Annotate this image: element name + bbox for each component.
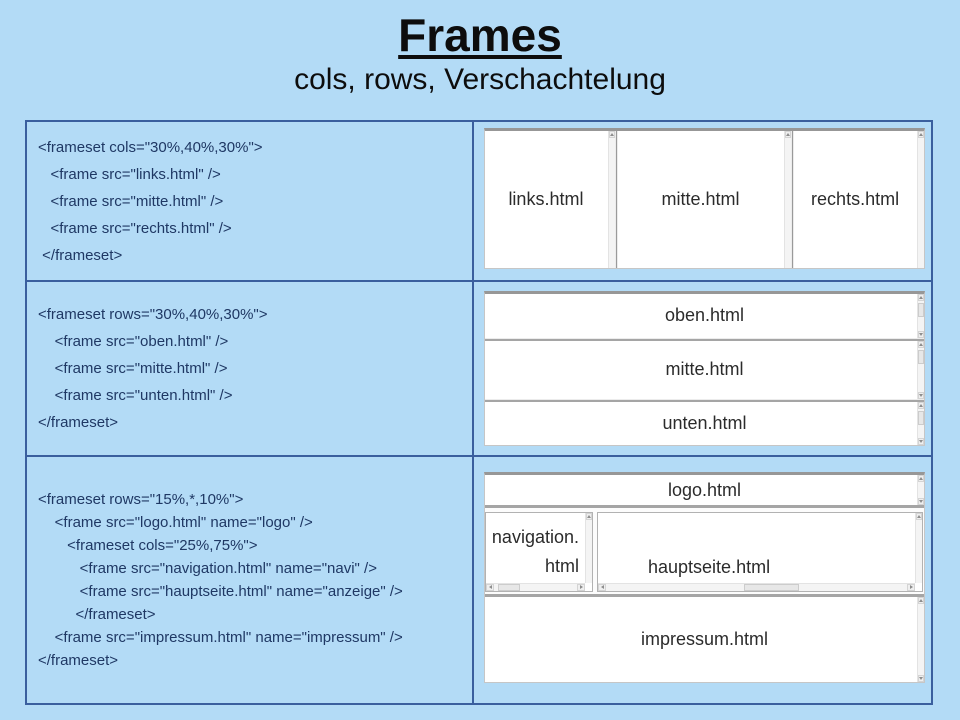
vertical-scrollbar: [607, 131, 615, 268]
frameset-preview-cols: links.html mitte.html rechts.html: [484, 128, 925, 269]
title-block: Frames cols, rows, Verschachtelung: [0, 0, 960, 96]
horizontal-scrollbar: [598, 582, 915, 591]
frame-label: hauptseite.html: [648, 557, 771, 577]
page-subtitle: cols, rows, Verschachtelung: [294, 62, 666, 96]
vertical-scrollbar: [917, 596, 924, 682]
vertical-scrollbar: [784, 131, 792, 268]
code-line: <frameset rows="15%,*,10%">: [38, 491, 244, 508]
scroll-down-icon: [918, 438, 924, 445]
code-line: <frame src="oben.html" />: [38, 333, 229, 350]
frame-label: oben.html: [664, 305, 745, 326]
frame-divider: [614, 131, 618, 268]
scroll-down-icon: [918, 498, 924, 505]
nested-frameset-area: navigation. html hauptseit: [485, 508, 924, 594]
scroll-down-icon: [918, 330, 924, 338]
code-line: <frame src="rechts.html" />: [38, 219, 232, 237]
preview-cell-nested: logo.html navigation. html: [474, 457, 931, 703]
frame-label: rechts.html: [811, 189, 900, 209]
scroll-up-icon: [916, 513, 922, 520]
code-line: <frameset cols="25%,75%">: [38, 537, 258, 554]
scroll-right-icon: [577, 583, 585, 591]
frame-label: links.html: [508, 189, 584, 209]
scroll-up-icon: [918, 475, 924, 482]
content-table: <frameset cols="30%,40%,30%"> <frame src…: [25, 120, 933, 705]
frame-navigation: navigation. html: [485, 512, 593, 592]
vertical-scrollbar: [917, 294, 924, 338]
frame-logo: logo.html: [485, 475, 924, 505]
frame-unten: unten.html: [485, 401, 924, 445]
scroll-up-icon: [918, 131, 925, 138]
frame-label: impressum.html: [640, 628, 769, 649]
scrollbar-thumb: [918, 410, 924, 425]
scroll-up-icon: [918, 596, 924, 604]
frame-mitte: mitte.html: [618, 131, 792, 268]
frame-impressum: impressum.html: [485, 596, 924, 682]
code-line: <frame src="logo.html" name="logo" />: [38, 514, 313, 531]
scrollbar-thumb: [498, 583, 520, 591]
code-line: <frameset cols="30%,40%,30%">: [38, 138, 263, 156]
frame-rechts: rechts.html: [794, 131, 925, 268]
vertical-scrollbar: [585, 513, 592, 583]
code-line: </frameset>: [38, 414, 119, 431]
scroll-up-icon: [918, 294, 924, 301]
vertical-scrollbar: [915, 513, 922, 583]
scroll-up-icon: [918, 401, 924, 409]
frame-hauptseite: hauptseite.html: [597, 512, 923, 592]
code-line: </frameset>: [38, 246, 123, 264]
code-line: <frame src="links.html" />: [38, 165, 221, 183]
page-title: Frames: [398, 9, 562, 61]
code-cell-cols: <frameset cols="30%,40%,30%"> <frame src…: [27, 122, 474, 282]
preview-cell-cols: links.html mitte.html rechts.html: [474, 122, 931, 282]
frameset-preview-nested: logo.html navigation. html: [484, 472, 925, 683]
scroll-up-icon: [918, 340, 924, 348]
frame-links: links.html: [485, 131, 615, 268]
scroll-up-icon: [586, 513, 592, 520]
vertical-scrollbar: [917, 401, 924, 445]
vertical-scrollbar: [917, 340, 924, 399]
frame-label: mitte.html: [665, 359, 744, 379]
frame-label: unten.html: [662, 412, 747, 433]
code-line: </frameset>: [38, 652, 119, 669]
frame-label-line: navigation.: [491, 526, 579, 547]
frameset-preview-rows: oben.html mitte.html: [484, 291, 925, 446]
scroll-right-icon: [907, 583, 915, 591]
code-line: <frame src="mitte.html" />: [38, 360, 228, 377]
scroll-left-icon: [598, 583, 606, 591]
scroll-down-icon: [918, 391, 924, 399]
code-line: <frame src="mitte.html" />: [38, 192, 224, 210]
scroll-down-icon: [918, 675, 924, 682]
scroll-left-icon: [486, 583, 494, 591]
horizontal-scrollbar: [486, 582, 585, 591]
vertical-scrollbar: [917, 475, 924, 505]
frame-divider: [485, 505, 924, 508]
code-line: <frame src="hauptseite.html" name="anzei…: [38, 583, 403, 600]
code-line: </frameset>: [38, 606, 156, 623]
code-cell-rows: <frameset rows="30%,40%,30%"> <frame src…: [27, 282, 474, 457]
scrollbar-thumb: [918, 349, 924, 364]
vertical-scrollbar: [917, 131, 925, 268]
code-line: <frame src="impressum.html" name="impres…: [38, 629, 403, 646]
preview-cell-rows: oben.html mitte.html: [474, 282, 931, 457]
frame-label: navigation. html: [492, 523, 579, 581]
code-line: <frame src="unten.html" />: [38, 387, 233, 404]
scroll-up-icon: [785, 131, 792, 138]
frame-label-line: html: [544, 555, 579, 576]
frame-oben: oben.html: [485, 294, 924, 338]
frame-mitte: mitte.html: [485, 340, 924, 399]
scroll-up-icon: [608, 131, 615, 138]
frame-divider: [791, 131, 795, 268]
frame-label: mitte.html: [661, 189, 740, 209]
frame-divider: [485, 398, 924, 402]
code-line: <frameset rows="30%,40%,30%">: [38, 306, 268, 323]
frame-label: logo.html: [667, 479, 742, 500]
code-line: <frame src="navigation.html" name="navi"…: [38, 560, 377, 577]
scrollbar-thumb: [918, 303, 924, 317]
frame-divider: [485, 337, 924, 341]
frame-divider: [485, 593, 924, 597]
scrollbar-thumb: [743, 583, 799, 591]
code-cell-nested: <frameset rows="15%,*,10%"> <frame src="…: [27, 457, 474, 703]
